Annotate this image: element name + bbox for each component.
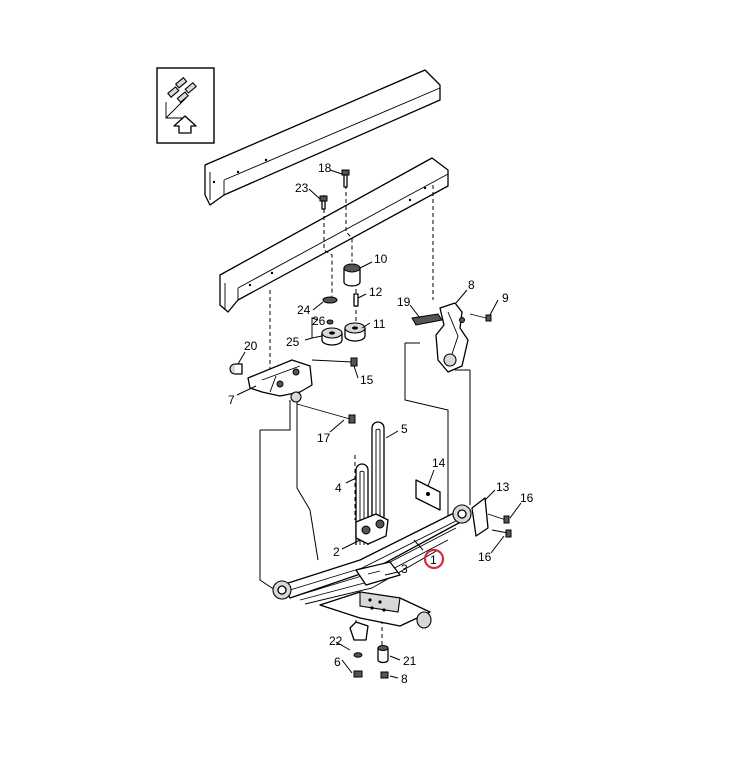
- callout-11[interactable]: 11: [373, 317, 386, 331]
- sleeve-12: [353, 293, 359, 307]
- nut-6: [353, 670, 363, 678]
- assembly-brackets: [259, 342, 471, 591]
- callout-13[interactable]: 13: [496, 480, 510, 494]
- callout-18[interactable]: 18: [318, 161, 332, 175]
- callout-10[interactable]: 10: [374, 252, 388, 266]
- callout-3[interactable]: 3: [401, 562, 408, 576]
- callout-5[interactable]: 5: [401, 422, 408, 436]
- callout-21[interactable]: 21: [403, 654, 417, 668]
- highlight-ring: [423, 548, 445, 570]
- front-hanger-7: [247, 359, 313, 403]
- spacer-21: [377, 645, 389, 664]
- bushing-11: [344, 322, 366, 342]
- shackle-plate-13: [471, 497, 489, 537]
- u-bolt-5: [371, 421, 385, 520]
- callout-8-upper[interactable]: 8: [468, 278, 475, 292]
- frame-rail-lower: [219, 157, 449, 313]
- washer-24: [322, 296, 338, 304]
- bolt-18: [341, 169, 350, 188]
- shackle-14: [415, 479, 441, 511]
- bushing-25: [321, 327, 343, 346]
- washer-22: [353, 652, 363, 658]
- callout-20[interactable]: 20: [244, 339, 258, 353]
- callout-9[interactable]: 9: [502, 291, 509, 305]
- view-orientation-icon: [156, 67, 215, 144]
- callout-15[interactable]: 15: [360, 373, 374, 387]
- callout-16-upper[interactable]: 16: [520, 491, 534, 505]
- callout-22[interactable]: 22: [329, 634, 343, 648]
- callout-23[interactable]: 23: [295, 181, 309, 195]
- callout-labels: 18 23 10 12 11 24 26 25 19 8 9 20 7 15 1…: [228, 161, 534, 686]
- callout-14[interactable]: 14: [432, 456, 446, 470]
- callout-26[interactable]: 26: [312, 314, 326, 328]
- callout-12[interactable]: 12: [369, 285, 383, 299]
- callout-24[interactable]: 24: [297, 303, 311, 317]
- frame-rail-upper: [204, 69, 441, 206]
- shim-19: [411, 313, 443, 326]
- bolt-23: [319, 195, 328, 210]
- nut-8-lower: [380, 671, 389, 679]
- nut-26: [326, 319, 334, 325]
- callout-2[interactable]: 2: [333, 545, 340, 559]
- callout-1[interactable]: 1: [430, 553, 437, 567]
- callout-7[interactable]: 7: [228, 393, 235, 407]
- rear-bracket-8: [435, 302, 469, 373]
- axle-seat-3: [355, 561, 401, 586]
- leader-lines: [236, 169, 522, 679]
- spacer-block-2: [355, 513, 389, 545]
- callout-25[interactable]: 25: [286, 335, 300, 349]
- bolt-16-lower: [491, 529, 512, 538]
- bushing-10: [343, 263, 361, 287]
- bolt-15: [311, 357, 358, 367]
- callout-17[interactable]: 17: [317, 431, 331, 445]
- lower-axle-plate: [319, 591, 432, 641]
- bolt-16-upper: [487, 513, 510, 524]
- callout-19[interactable]: 19: [397, 295, 411, 309]
- bolt-9: [469, 313, 492, 322]
- callout-16-lower[interactable]: 16: [478, 550, 492, 564]
- bolt-17: [296, 403, 356, 424]
- callout-8-lower[interactable]: 8: [401, 672, 408, 686]
- callout-6[interactable]: 6: [334, 655, 341, 669]
- callout-4[interactable]: 4: [335, 481, 342, 495]
- bushing-20: [229, 363, 243, 375]
